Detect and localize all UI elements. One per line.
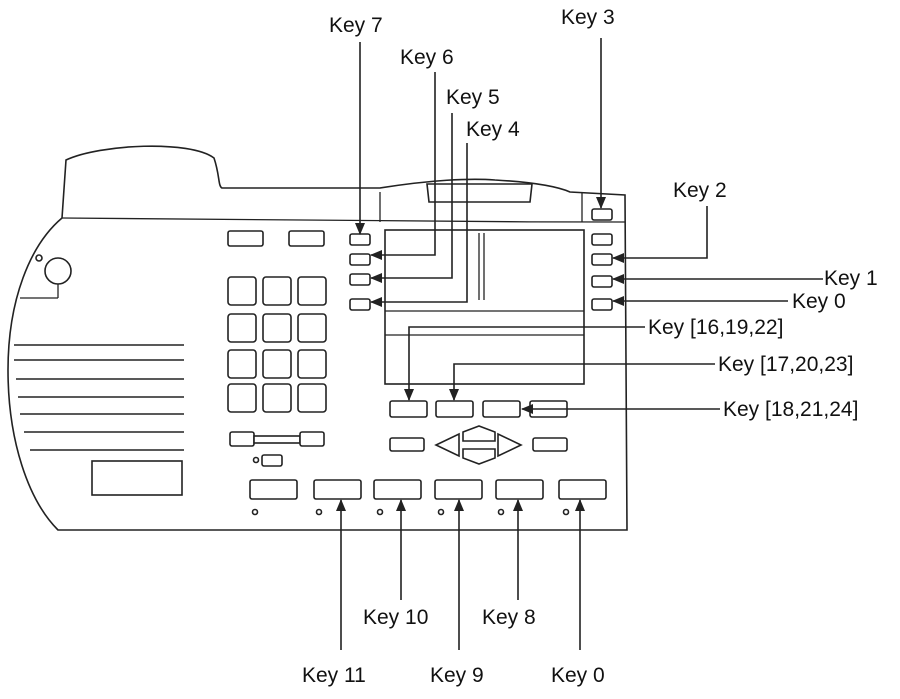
nav-down-arrow-icon[interactable] [462,448,496,465]
label-key-8: Key 8 [482,606,536,629]
label-key-11: Key 11 [302,664,366,687]
nav-left-arrow-icon[interactable] [434,432,460,458]
label-key-0-right: Key 0 [792,290,846,313]
key-2b-button[interactable] [591,253,613,266]
label-key-6: Key 6 [400,46,454,69]
dial-key[interactable] [262,349,292,379]
dial-key[interactable] [297,276,327,306]
key-9-button[interactable] [434,479,483,500]
key-8-button[interactable] [495,479,544,500]
top-right-button[interactable] [288,230,325,247]
key-16-19-22-arrow [404,326,645,401]
small-button[interactable] [261,454,283,467]
label-key-10: Key 10 [363,606,428,629]
message-indicator-icon [44,257,72,285]
label-window [91,460,183,496]
key-10-button[interactable] [373,479,422,500]
bottom-key-led [376,508,384,516]
key-0-right-button[interactable] [591,298,613,311]
label-key-1: Key 1 [824,267,878,290]
nav-right-button[interactable] [532,437,568,452]
label-key-17-20-23: Key [17,20,23] [718,353,853,376]
navigation-cluster[interactable] [389,425,568,465]
softkey-16-19-22[interactable] [389,400,428,418]
key-7-button[interactable] [349,233,371,246]
key-17-20-23-arrow [449,363,715,401]
bottom-key-led [251,508,259,516]
volume-control[interactable] [229,431,325,447]
bottom-key-led [562,508,570,516]
bottom-key-row [249,479,607,516]
softkey-17-20-23[interactable] [435,400,474,418]
key-11-button[interactable] [313,479,362,500]
dial-pad [227,276,327,413]
bottom-key[interactable] [249,479,298,500]
volume-up-button[interactable] [299,431,325,447]
dial-key[interactable] [262,313,292,343]
top-left-button[interactable] [227,230,264,247]
dial-key[interactable] [297,383,327,413]
label-key-7: Key 7 [329,14,383,37]
key-2-arrow [612,206,708,263]
volume-bar [253,435,301,444]
leader-lines [336,38,823,650]
label-key-0-bottom: Key 0 [551,664,605,687]
label-key-3: Key 3 [561,6,615,29]
display-hood [426,183,533,203]
label-key-4: Key 4 [466,118,520,141]
label-key-16-19-22: Key [16,19,22] [648,316,783,339]
bottom-key-led [497,508,505,516]
label-key-2: Key 2 [673,179,727,202]
small-indicator-icon [35,254,43,262]
key-4-button[interactable] [349,298,371,311]
nav-left-button[interactable] [389,437,425,452]
bottom-key-led [315,508,323,516]
key-labels: Key 7 Key 6 Key 5 Key 4 Key 3 Key 2 Key … [302,6,878,687]
label-key-9: Key 9 [430,664,484,687]
key-4-arrow [370,143,468,307]
key-5-button[interactable] [349,273,371,286]
dial-key[interactable] [297,349,327,379]
speaker-grille [14,344,184,451]
dial-key[interactable] [227,313,257,343]
key-5-arrow [370,113,453,283]
key-2-button[interactable] [591,233,613,246]
key-0-bottom-button[interactable] [558,479,607,500]
key-6-button[interactable] [349,253,371,266]
key-3-button[interactable] [591,208,613,221]
nav-right-arrow-icon[interactable] [497,432,523,458]
bottom-key-led [437,508,445,516]
dial-key[interactable] [227,349,257,379]
dial-key[interactable] [227,276,257,306]
dial-key[interactable] [227,383,257,413]
handset-side [14,254,184,496]
display-screen [384,229,585,385]
label-key-5: Key 5 [446,86,500,109]
dial-key[interactable] [262,383,292,413]
key-6-arrow [370,72,436,260]
dial-key[interactable] [297,313,327,343]
volume-down-button[interactable] [229,431,255,447]
softkey-18-21-24[interactable] [482,400,521,418]
nav-up-arrow-icon[interactable] [462,425,496,442]
key-1-button[interactable] [591,275,613,288]
label-key-18-21-24: Key [18,21,24] [723,398,858,421]
top-contour-line [61,217,626,223]
small-led [252,456,260,464]
dial-key[interactable] [262,276,292,306]
